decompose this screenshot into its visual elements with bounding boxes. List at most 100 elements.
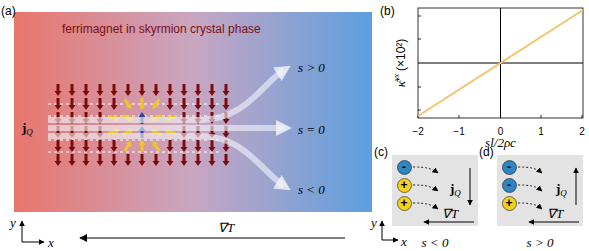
spin-arrow — [150, 139, 162, 153]
magnet-ground — [14, 12, 372, 212]
spin-arrow — [55, 140, 62, 152]
label-slot: s < 0 — [422, 233, 449, 251]
charge-sign: + — [400, 179, 407, 191]
label-slot: s = 0 — [298, 120, 325, 138]
label-slot: s < 0 — [298, 180, 325, 198]
gradient-arrow — [80, 237, 345, 238]
spin-arrow — [181, 98, 188, 110]
spin-arrow — [139, 98, 146, 110]
label-slot: y — [10, 213, 16, 231]
tick-label: 2 — [579, 126, 585, 137]
spin-arrow — [167, 98, 174, 110]
subscript: Q — [454, 188, 461, 198]
spin-arrow — [223, 84, 230, 96]
spin-arrow — [125, 84, 132, 96]
charge-disc — [397, 178, 411, 192]
label-slot: Q — [454, 180, 461, 198]
label-slot: Q — [26, 119, 33, 137]
data-line — [418, 10, 583, 116]
label-slot: Q — [560, 180, 567, 198]
region-title: ferrimagnet in skyrmion crystal phase — [62, 22, 261, 36]
label-group: jQ — [22, 119, 33, 137]
spin-arrow — [83, 84, 90, 96]
figure-label: j — [450, 181, 454, 196]
flow-line — [48, 152, 222, 153]
ticks — [418, 16, 582, 118]
spin-arrow — [139, 84, 146, 96]
label-slot: j — [450, 180, 454, 197]
subscript: Q — [560, 188, 567, 198]
spin-arrow — [69, 140, 76, 152]
spin-arrow — [209, 98, 216, 110]
label-slot: y — [371, 213, 377, 231]
spin-arrow — [122, 139, 134, 153]
text-slot: - — [502, 160, 517, 175]
spin-arrow — [111, 98, 118, 110]
label-slot: (×10²) — [392, 39, 409, 71]
charge-disc — [397, 160, 411, 174]
current-arrow — [470, 168, 471, 205]
charge-sign: + — [505, 197, 512, 209]
figure-label: j — [556, 181, 560, 196]
spin-arrow — [111, 140, 118, 152]
spin-arrow — [122, 97, 134, 111]
spin-arrow — [125, 154, 132, 166]
spin-arrow — [195, 84, 202, 96]
superscript: yx — [392, 74, 401, 81]
label-group: κ̄yx(×10²) — [392, 39, 409, 88]
text-slot: + — [397, 178, 412, 193]
charge-disc — [502, 196, 516, 210]
panel-box: -++(c) — [392, 155, 478, 226]
label-group: jQ — [450, 180, 461, 198]
label-slot: j — [556, 180, 560, 197]
spin-arrow — [195, 154, 202, 166]
current-arrow — [576, 168, 577, 205]
charge-disc — [397, 196, 411, 210]
flow-line — [48, 116, 222, 117]
stream-arrow — [48, 136, 284, 186]
figure-label: (b) — [380, 4, 395, 18]
spin-arrow — [209, 154, 216, 166]
figure-label: x — [401, 234, 407, 249]
spin-arrow — [181, 154, 188, 166]
spin-arrow — [223, 154, 230, 166]
charge-disc — [502, 160, 516, 174]
text-slot: + — [502, 196, 517, 211]
heat-streams — [48, 70, 284, 186]
charge-circle: - — [502, 178, 517, 193]
panel-ground — [392, 155, 478, 226]
deflection-paths — [518, 167, 542, 209]
deflection-path — [413, 185, 438, 191]
subscript: Q — [26, 127, 33, 137]
text-slot: + — [397, 196, 412, 211]
figure-label: s > 0 — [527, 235, 554, 250]
spin-arrow — [167, 84, 174, 96]
text-slot: - — [397, 160, 412, 175]
panel-letter: (c) — [374, 145, 388, 159]
charge-sign: - — [507, 161, 511, 173]
label-slot: (b) — [380, 1, 395, 19]
figure-label: j — [22, 120, 26, 135]
spin-arrow — [139, 154, 146, 166]
spin-arrow — [69, 98, 76, 110]
label-slot: 1 — [538, 121, 544, 139]
figure-label: ∇T — [218, 220, 234, 235]
panel-ground — [497, 155, 583, 226]
charge-circle: + — [502, 196, 517, 211]
deflection-path — [413, 203, 438, 209]
axis-arrow — [22, 242, 44, 243]
text-slot: (a) — [1, 1, 16, 19]
axis-arrow — [382, 221, 383, 240]
figure-label: s < 0 — [298, 182, 325, 197]
deflection-paths — [413, 167, 438, 209]
stream-arrow — [48, 125, 284, 131]
tick-label: −1 — [453, 126, 464, 137]
spin-arrow — [195, 98, 202, 110]
x-ticks — [418, 115, 582, 118]
label-slot: ∇T — [442, 204, 458, 222]
plot-frame — [418, 8, 583, 118]
label-slot: yx — [392, 74, 408, 81]
label-group: jQ — [556, 180, 567, 198]
figure-label: ∇T — [547, 206, 563, 221]
